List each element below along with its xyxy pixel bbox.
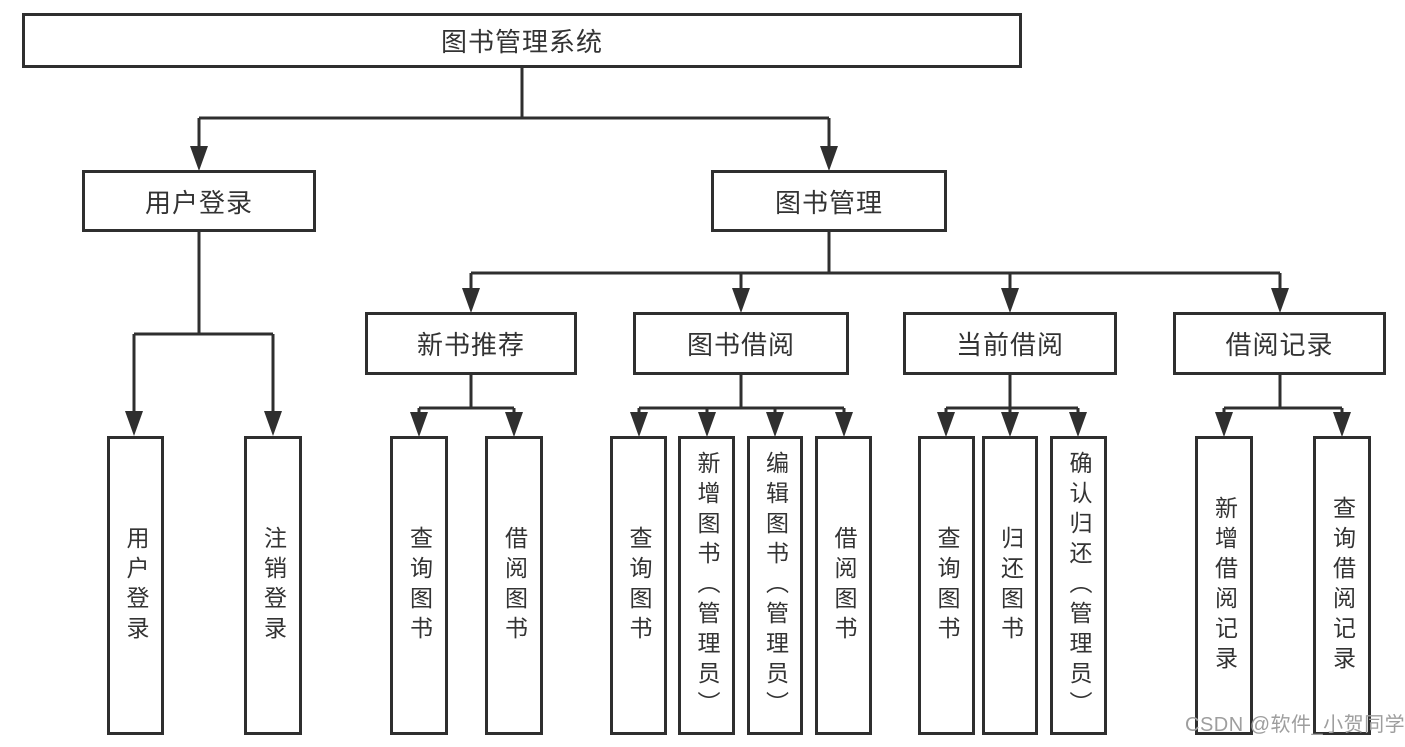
node-leaf-edit-book-admin: 编辑图书（管理员） [747,436,803,735]
node-leaf-user-login-label: 用户登录 [123,525,149,646]
node-leaf-add-borrow-record: 新增借阅记录 [1195,436,1253,735]
node-leaf-query-books-recommend-label: 查询图书 [406,525,433,646]
node-leaf-borrow-book-label: 借阅图书 [831,525,857,646]
node-borrow-records-label: 借阅记录 [1225,330,1334,360]
node-leaf-user-login: 用户登录 [107,436,164,735]
node-leaf-query-books-current: 查询图书 [918,436,975,735]
node-leaf-logout-label: 注销登录 [260,525,287,646]
node-current-borrowing: 当前借阅 [903,312,1117,375]
node-leaf-borrow-book: 借阅图书 [815,436,872,735]
node-leaf-edit-book-admin-label: 编辑图书（管理员） [762,450,789,721]
node-leaf-query-books-borrowing-label: 查询图书 [626,525,652,646]
node-current-borrowing-label: 当前借阅 [955,330,1064,360]
node-leaf-borrow-book-recommend-label: 借阅图书 [501,525,528,646]
node-book-borrowing-label: 图书借阅 [686,330,795,360]
node-leaf-add-book-admin: 新增图书（管理员） [678,436,735,735]
node-leaf-logout: 注销登录 [244,436,302,735]
node-root: 图书管理系统 [22,13,1022,68]
node-leaf-query-books-borrowing: 查询图书 [610,436,667,735]
watermark-text: CSDN @软件_小贺同学 [1185,714,1405,736]
node-book-management-label: 图书管理 [774,187,883,218]
node-leaf-query-books-recommend: 查询图书 [390,436,448,735]
node-leaf-query-borrow-record-label: 查询借阅记录 [1329,495,1356,676]
node-leaf-return-book: 归还图书 [982,436,1038,735]
node-book-borrowing: 图书借阅 [633,312,849,375]
node-leaf-query-borrow-record: 查询借阅记录 [1313,436,1371,735]
node-leaf-add-book-admin-label: 新增图书（管理员） [694,450,720,721]
node-leaf-confirm-return-admin-label: 确认归还（管理员） [1066,450,1092,721]
node-leaf-query-books-current-label: 查询图书 [934,525,960,646]
node-new-book-recommend-label: 新书推荐 [416,330,525,360]
node-user-login: 用户登录 [82,170,316,232]
node-leaf-return-book-label: 归还图书 [997,525,1024,646]
node-user-login-label: 用户登录 [144,187,253,218]
node-new-book-recommend: 新书推荐 [365,312,577,375]
node-borrow-records: 借阅记录 [1173,312,1386,375]
node-book-management: 图书管理 [711,170,947,232]
node-leaf-borrow-book-recommend: 借阅图书 [485,436,543,735]
node-leaf-add-borrow-record-label: 新增借阅记录 [1211,495,1238,676]
node-root-label: 图书管理系统 [440,27,603,57]
node-leaf-confirm-return-admin: 确认归还（管理员） [1050,436,1107,735]
